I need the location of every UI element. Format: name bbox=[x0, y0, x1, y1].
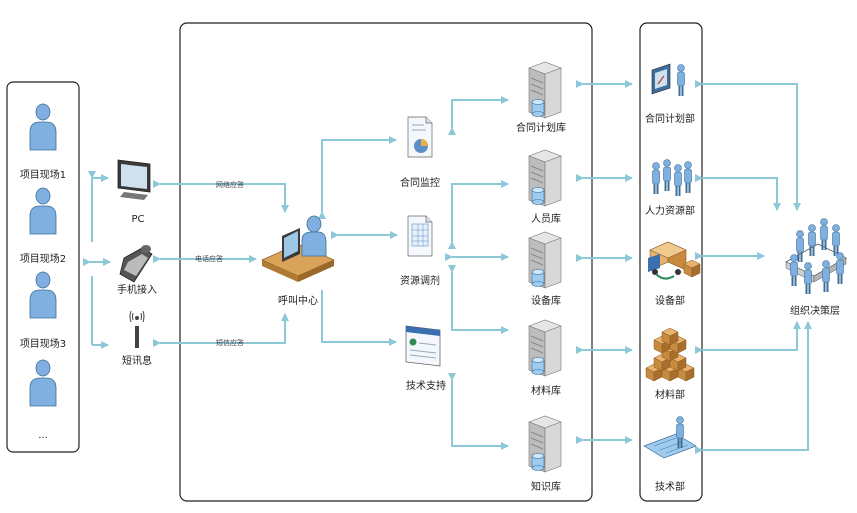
connector-sms-callcenter bbox=[153, 313, 289, 347]
connector-tech-knowledgedb bbox=[448, 373, 509, 450]
database-materials: 材料库 bbox=[528, 319, 562, 397]
site-4: ... bbox=[29, 359, 57, 441]
call-center-label: 呼叫中心 bbox=[278, 294, 318, 307]
service-contract-monitor: 合同监控 bbox=[400, 116, 440, 189]
call-center: 呼叫中心 bbox=[261, 215, 335, 307]
channel-label: 短讯息 bbox=[122, 354, 152, 367]
channel-label: 手机接入 bbox=[117, 283, 157, 296]
service-label: 资源调剂 bbox=[400, 274, 440, 287]
database-knowledge: 知识库 bbox=[528, 415, 562, 493]
site-label: 项目现场2 bbox=[20, 252, 66, 265]
database-server-icon bbox=[528, 149, 562, 207]
department-contract-plan: 合同计划部 bbox=[645, 63, 695, 125]
database-label: 材料库 bbox=[531, 384, 561, 397]
database-label: 合同计划库 bbox=[516, 121, 566, 134]
decision-layer: 组织决策层 bbox=[785, 218, 847, 317]
database-staff: 人员库 bbox=[528, 149, 562, 225]
connector-callcenter-contract bbox=[318, 136, 397, 219]
mobile-phone-icon bbox=[119, 245, 153, 283]
database-label: 知识库 bbox=[531, 480, 561, 493]
department-materials: 材料部 bbox=[645, 327, 695, 401]
connector-callcenter-tech bbox=[321, 290, 397, 346]
database-server-icon bbox=[528, 231, 562, 289]
database-server-icon bbox=[528, 319, 562, 377]
department-tech: 技术部 bbox=[643, 416, 697, 493]
presenter-icon bbox=[651, 63, 685, 97]
department-label: 材料部 bbox=[655, 388, 685, 401]
database-contract-plan: 合同计划库 bbox=[516, 61, 566, 134]
site-ellipsis: ... bbox=[38, 430, 48, 441]
connector-pc-callcenter bbox=[153, 180, 289, 213]
site-2: 项目现场2 bbox=[20, 187, 66, 265]
database-label: 设备库 bbox=[531, 294, 561, 307]
service-label: 合同监控 bbox=[400, 176, 440, 189]
department-label: 设备部 bbox=[655, 294, 685, 307]
delivery-truck-icon bbox=[648, 241, 701, 280]
site-1: 项目现场1 bbox=[20, 103, 66, 181]
department-label: 技术部 bbox=[655, 480, 685, 493]
department-label: 人力资源部 bbox=[645, 204, 695, 217]
database-server-icon bbox=[528, 415, 562, 473]
call-center-operator-icon bbox=[261, 215, 335, 282]
connectors bbox=[83, 80, 812, 454]
database-server-icon bbox=[528, 61, 562, 119]
blueprint-icon bbox=[643, 416, 697, 459]
connector-resource-materialdb bbox=[448, 265, 509, 334]
connector-contract-contractdb bbox=[448, 96, 509, 135]
site-3: 项目现场3 bbox=[20, 271, 66, 350]
service-tech-support: 技术支持 bbox=[405, 325, 446, 392]
service-label: 技术支持 bbox=[406, 379, 446, 392]
site-label: 项目现场3 bbox=[20, 337, 66, 350]
pie-chart-document-icon bbox=[407, 116, 433, 158]
database-equipment: 设备库 bbox=[528, 231, 562, 307]
connector-resource-staffdb bbox=[448, 180, 509, 249]
monitor-icon bbox=[117, 159, 151, 200]
web-page-icon bbox=[405, 325, 441, 367]
connector-dept-contract-decision bbox=[695, 80, 801, 211]
field-sites-panel bbox=[6, 81, 80, 453]
antenna-icon bbox=[129, 310, 145, 348]
link-label-phone: 电话应答 bbox=[195, 254, 223, 263]
link-label-network: 网络应答 bbox=[216, 180, 244, 189]
department-label: 合同计划部 bbox=[645, 112, 695, 125]
channel-sms: 短讯息 bbox=[122, 310, 152, 367]
connector-dept-hr-decision bbox=[695, 174, 781, 211]
department-hr: 人力资源部 bbox=[645, 159, 695, 217]
database-label: 人员库 bbox=[531, 212, 561, 225]
connector-dept-tech-decision bbox=[695, 321, 812, 454]
channel-label: PC bbox=[131, 214, 144, 225]
connector-dept-material-decision bbox=[695, 321, 801, 354]
channel-pc: PC bbox=[117, 159, 151, 225]
channel-phone: 手机接入 bbox=[117, 245, 157, 296]
site-label: 项目现场1 bbox=[20, 168, 66, 181]
meeting-table-icon bbox=[785, 218, 847, 295]
service-resource-allocation: 资源调剂 bbox=[400, 215, 440, 287]
decision-layer-label: 组织决策层 bbox=[790, 304, 840, 317]
link-label-sms: 短信应答 bbox=[216, 338, 244, 347]
spreadsheet-document-icon bbox=[407, 215, 433, 257]
department-equipment: 设备部 bbox=[648, 241, 701, 307]
